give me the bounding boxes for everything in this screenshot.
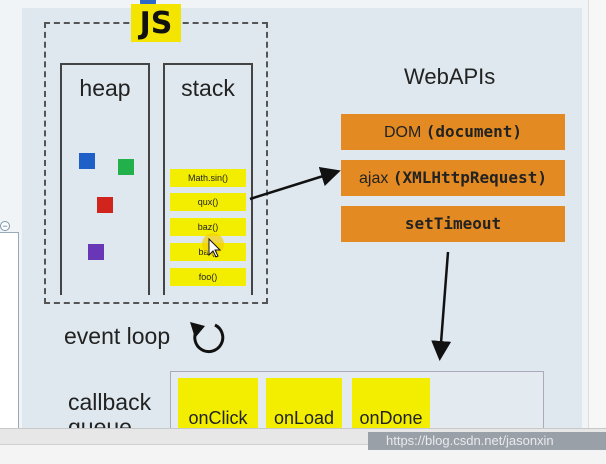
heap-object-green — [118, 159, 134, 175]
event-loop-icon — [190, 322, 225, 354]
scrollbar-track[interactable] — [588, 0, 606, 428]
heap-object-red — [97, 197, 113, 213]
stack-title: stack — [181, 75, 235, 101]
heap-title: heap — [79, 75, 131, 101]
heap-column: heap — [60, 63, 150, 295]
event-loop-label: event loop — [64, 323, 171, 349]
watermark: https://blog.csdn.net/jasonxin — [368, 432, 606, 450]
stack-frame: baz() — [170, 218, 246, 236]
webapi-dom-code: (document) — [425, 122, 523, 141]
callback-queue-label-line1: callback — [68, 389, 152, 415]
stack-frame: Math.sin() — [170, 169, 246, 187]
stack-frame: foo() — [170, 268, 246, 286]
stack-to-webapis-arrow — [249, 166, 341, 201]
webapi-dom-label: DOM — [383, 124, 426, 141]
stack-frame: qux() — [170, 193, 246, 211]
heap-object-blue — [79, 153, 95, 169]
webapi-settimeout: setTimeout — [341, 206, 565, 242]
webapis-title: WebAPIs — [404, 64, 496, 89]
stack-column: stack — [163, 63, 253, 295]
webapi-ajax: ajax (XMLHttpRequest) — [341, 160, 565, 196]
webapi-ajax-label: ajax — [359, 170, 393, 187]
heap-object-purple — [88, 244, 104, 260]
js-logo: JS — [131, 4, 181, 42]
collapse-minus-icon[interactable]: − — [0, 221, 10, 231]
mouse-cursor-icon — [202, 233, 224, 258]
side-panel — [0, 232, 19, 432]
webapis-to-queue-arrow — [431, 251, 452, 361]
webapi-ajax-code: (XMLHttpRequest) — [392, 168, 547, 187]
webapi-dom: DOM (document) — [341, 114, 565, 150]
callback-queue-label: callback queue — [68, 390, 151, 440]
